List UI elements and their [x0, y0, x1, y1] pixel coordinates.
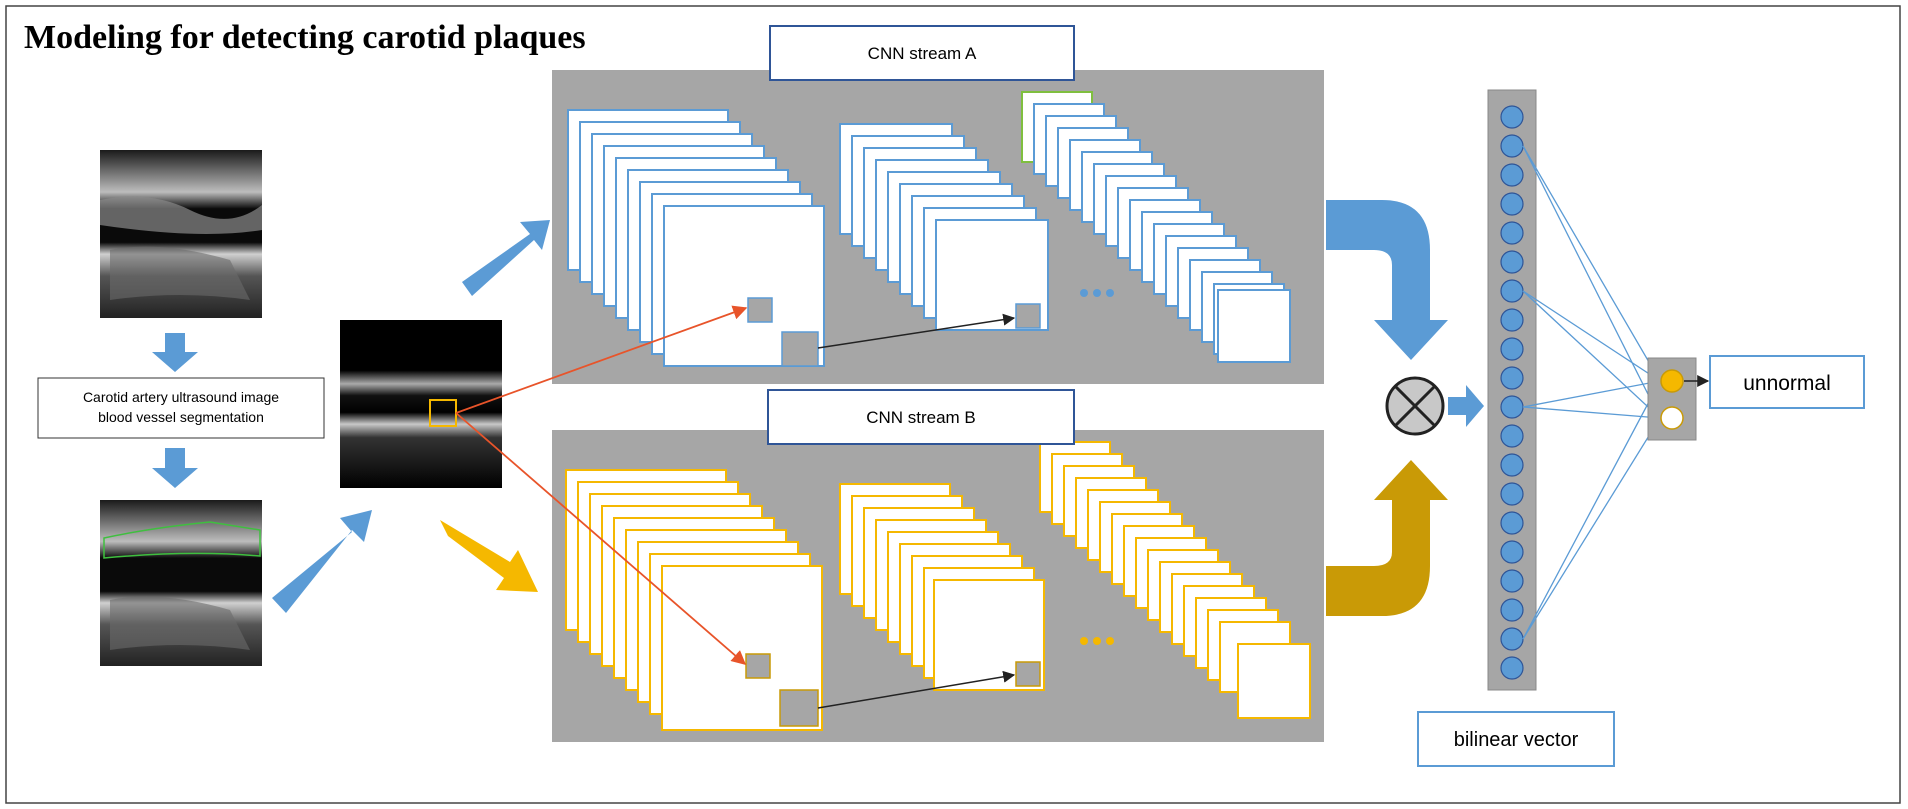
- stream-a-black-arrow: [817, 313, 1016, 349]
- stream-b-label-box: [767, 389, 1075, 445]
- stream-a-label-box: [769, 25, 1075, 81]
- stream-a-small-patch: [747, 297, 773, 323]
- arrow-to-stream-b: [440, 520, 538, 592]
- ultrasound-segmented-image: [100, 500, 262, 666]
- bilinear-label-box: [1417, 711, 1615, 767]
- stream-b-layer2-patch: [1015, 661, 1041, 687]
- stream-b-layer2-feature-maps: [839, 483, 1045, 691]
- output-label-box: [1709, 355, 1865, 409]
- stream-a-layer2-patch: [1015, 303, 1041, 329]
- stream-b-large-patch: [779, 689, 819, 727]
- stream-b-black-arrow: [817, 670, 1016, 709]
- output-node-normal: [1660, 406, 1684, 430]
- red-arrow-to-stream-b: [455, 412, 747, 665]
- output-label: unnormal: [1743, 372, 1831, 395]
- arrow-to-cropped-image: [272, 510, 372, 613]
- stream-a-layer3-feature-maps: [1021, 91, 1285, 355]
- segmentation-label-line2: blood vessel segmentation: [98, 409, 264, 425]
- stream-b-output-arrow: [1326, 460, 1448, 616]
- circle-times-icon: [1385, 376, 1445, 436]
- ultrasound-original-image: [100, 150, 262, 318]
- stream-b-layer3-feature-maps: [1039, 441, 1291, 693]
- stream-a-last-feature-map: [1217, 289, 1291, 363]
- output-node-unnormal: [1660, 369, 1684, 393]
- stream-a-label: CNN stream A: [868, 44, 977, 63]
- stream-a-layer2-feature-maps: [839, 123, 1049, 331]
- stream-a-output-arrow: [1326, 200, 1448, 360]
- bilinear-label: bilinear vector: [1454, 729, 1579, 751]
- stream-b-ellipsis-icon: [1080, 637, 1114, 645]
- down-arrow-2: [152, 448, 198, 488]
- stream-b-label: CNN stream B: [866, 408, 976, 427]
- bilinear-vector-nodes: [1500, 105, 1524, 680]
- down-arrow-1: [152, 333, 198, 372]
- arrow-to-stream-a: [462, 220, 550, 296]
- stream-a-layer1-feature-maps: [567, 109, 825, 367]
- arrow-to-bilinear-vector: [1448, 385, 1484, 427]
- segmentation-label-line1: Carotid artery ultrasound image: [83, 389, 279, 405]
- stream-b-small-patch: [745, 653, 771, 679]
- red-arrow-to-stream-a: [455, 305, 748, 414]
- stream-a-ellipsis-icon: [1080, 289, 1114, 297]
- diagram-title: Modeling for detecting carotid plaques: [24, 19, 586, 56]
- fully-connected-lines: [1522, 145, 1661, 640]
- stream-b-last-feature-map: [1237, 643, 1311, 719]
- segmentation-label-box: Carotid artery ultrasound image blood ve…: [37, 377, 325, 439]
- stream-a-large-patch: [781, 331, 819, 367]
- cropped-ultrasound-image: [340, 320, 502, 488]
- stream-b-layer1-feature-maps: [565, 469, 823, 731]
